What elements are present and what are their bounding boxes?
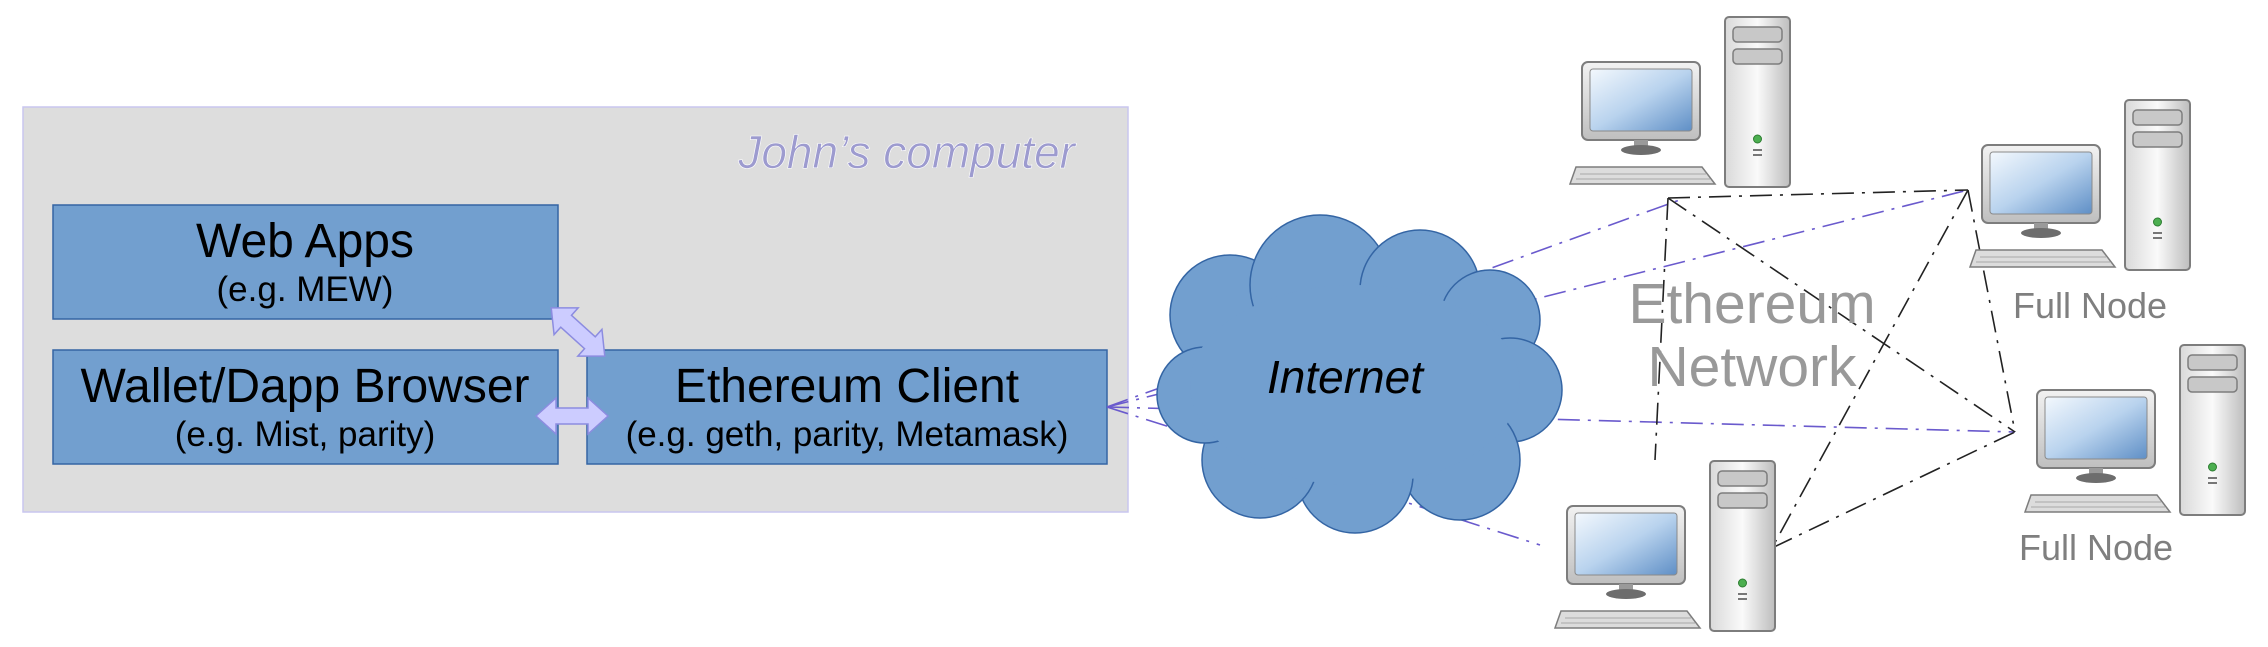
- desktop-computer-icon: [2024, 344, 2246, 516]
- internet-label: Internet: [1267, 351, 1425, 403]
- desktop-computer-icon: [1554, 460, 1776, 632]
- ethereum-network-line1: Ethereum: [1628, 272, 1875, 336]
- ethereum-client-title: Ethereum Client: [675, 360, 1019, 413]
- wallet-browser-subtitle: (e.g. Mist, parity): [175, 415, 436, 454]
- ethereum-client-subtitle: (e.g. geth, parity, Metamask): [626, 415, 1069, 454]
- ethereum-network-label: Ethereum Network: [1628, 272, 1875, 399]
- web-apps-subtitle: (e.g. MEW): [217, 270, 394, 309]
- web-apps-box: Web Apps (e.g. MEW): [52, 204, 559, 320]
- desktop-computer-icon: [1569, 16, 1791, 188]
- desktop-computer-icon: [1969, 99, 2191, 271]
- cloud-icon: Internet: [1156, 214, 1563, 534]
- johns-computer-title: John’s computer: [737, 126, 1076, 178]
- wallet-browser-title: Wallet/Dapp Browser: [80, 360, 529, 413]
- full-node-label: Full Node: [2013, 285, 2167, 326]
- full-node-label: Full Node: [2019, 527, 2173, 568]
- wallet-browser-box: Wallet/Dapp Browser (e.g. Mist, parity): [52, 349, 559, 465]
- web-apps-title: Web Apps: [196, 215, 414, 268]
- ethereum-client-box: Ethereum Client (e.g. geth, parity, Meta…: [586, 349, 1108, 465]
- ethereum-network-line2: Network: [1647, 335, 1857, 399]
